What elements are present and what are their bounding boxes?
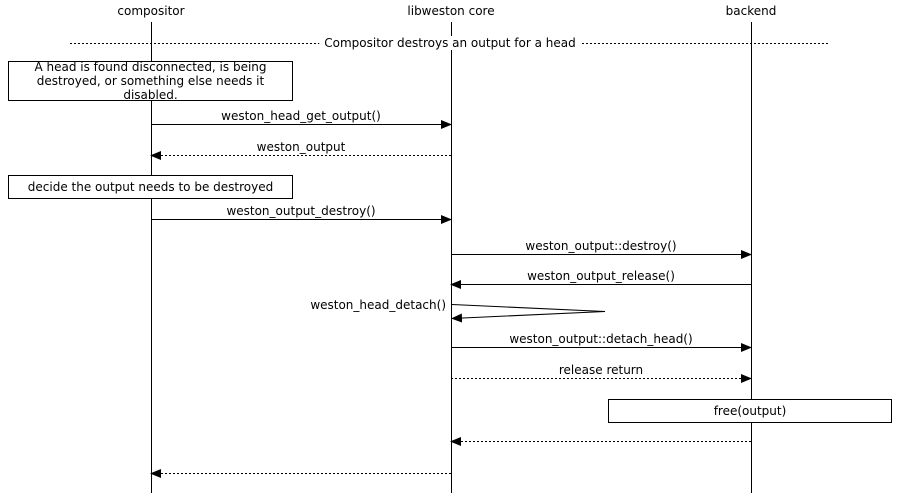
message-label-weston-output-destroy-vfunc: weston_output::destroy() bbox=[522, 239, 680, 253]
message-arrow-msg-weston-head-detach bbox=[451, 304, 606, 323]
divider-label-compositor-destroys-output: Compositor destroys an output for a head bbox=[319, 36, 581, 50]
message-arrows-group bbox=[150, 120, 752, 478]
actor-label-libweston-core: libweston core bbox=[407, 4, 495, 18]
note-free-output: free(output) bbox=[608, 399, 892, 423]
note-decide-destroy: decide the output needs to be destroyed bbox=[8, 175, 293, 199]
note-head-disconnected: A head is found disconnected, is being d… bbox=[8, 60, 293, 102]
message-label-weston-output-release: weston_output_release() bbox=[524, 269, 678, 283]
message-label-weston-head-detach: weston_head_detach() bbox=[307, 298, 449, 312]
note-head-disconnected-text: A head is found disconnected, is being d… bbox=[34, 60, 267, 102]
note-decide-destroy-text: decide the output needs to be destroyed bbox=[27, 180, 274, 194]
actor-label-compositor: compositor bbox=[117, 4, 185, 18]
message-label-weston-output-destroy: weston_output_destroy() bbox=[223, 204, 379, 218]
actor-label-backend: backend bbox=[725, 4, 777, 18]
message-label-weston-head-get-output: weston_head_get_output() bbox=[218, 109, 384, 123]
message-label-weston-output-return: weston_output bbox=[253, 140, 349, 154]
note-free-output-text: free(output) bbox=[713, 404, 787, 418]
message-label-release-return: release return bbox=[555, 363, 647, 377]
message-label-weston-output-detach-head: weston_output::detach_head() bbox=[506, 332, 696, 346]
